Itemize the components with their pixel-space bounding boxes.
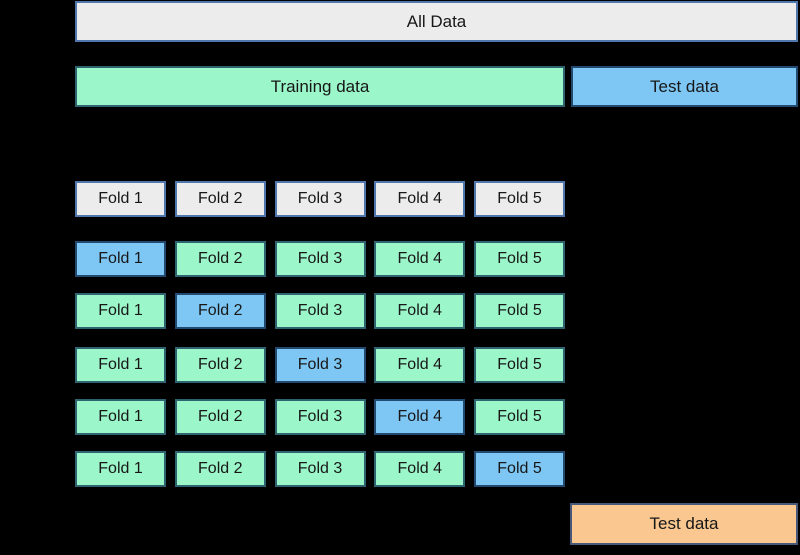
fold-cell: Fold 1 (75, 399, 166, 435)
all-data-bar: All Data (75, 1, 798, 42)
all-data-label: All Data (406, 11, 467, 31)
fold-cell: Fold 4 (374, 451, 466, 487)
split-row-1: Fold 1 Fold 2 Fold 3 Fold 4 Fold 5 (75, 241, 565, 277)
fold-cell: Fold 2 (174, 293, 266, 329)
fold-cell: Fold 3 (274, 399, 366, 435)
fold-cell: Fold 5 (474, 399, 565, 435)
fold-cell: Fold 4 (374, 399, 466, 435)
fold-cell: Fold 1 (75, 241, 166, 277)
test-data-label: Test data (650, 76, 719, 96)
fold-cell: Fold 3 (274, 451, 366, 487)
fold-cell: Fold 5 (474, 451, 565, 487)
final-test-data-bar: Test data (570, 503, 798, 545)
fold-header-cell: Fold 1 (75, 181, 166, 217)
fold-cell: Fold 4 (374, 293, 466, 329)
fold-cell: Fold 1 (75, 293, 166, 329)
final-test-data-label: Test data (649, 514, 719, 533)
fold-cell: Fold 5 (474, 241, 565, 277)
fold-header-cell: Fold 2 (174, 181, 266, 217)
fold-cell: Fold 2 (174, 451, 266, 487)
fold-cell: Fold 5 (474, 347, 565, 383)
fold-cell: Fold 3 (274, 347, 366, 383)
fold-header-row: Fold 1 Fold 2 Fold 3 Fold 4 Fold 5 (75, 181, 565, 217)
fold-grid: Fold 1 Fold 2 Fold 3 Fold 4 Fold 5 Fold … (75, 181, 565, 487)
fold-cell: Fold 1 (75, 347, 166, 383)
split-row-3: Fold 1 Fold 2 Fold 3 Fold 4 Fold 5 (75, 347, 565, 383)
split-row-2: Fold 1 Fold 2 Fold 3 Fold 4 Fold 5 (75, 293, 565, 329)
fold-header-cell: Fold 4 (374, 181, 466, 217)
fold-cell: Fold 3 (274, 293, 366, 329)
fold-header-cell: Fold 5 (474, 181, 565, 217)
fold-cell: Fold 2 (174, 347, 266, 383)
split-row-5: Fold 1 Fold 2 Fold 3 Fold 4 Fold 5 (75, 451, 565, 487)
split-row-4: Fold 1 Fold 2 Fold 3 Fold 4 Fold 5 (75, 399, 565, 435)
training-data-bar: Training data (75, 66, 565, 107)
fold-cell: Fold 4 (374, 347, 466, 383)
fold-cell: Fold 2 (174, 399, 266, 435)
fold-cell: Fold 1 (75, 451, 166, 487)
fold-cell: Fold 4 (374, 241, 466, 277)
fold-header-cell: Fold 3 (274, 181, 366, 217)
fold-cell: Fold 3 (274, 241, 366, 277)
fold-cell: Fold 2 (174, 241, 266, 277)
test-data-bar: Test data (571, 66, 798, 107)
training-data-label: Training data (270, 76, 370, 96)
fold-cell: Fold 5 (474, 293, 565, 329)
